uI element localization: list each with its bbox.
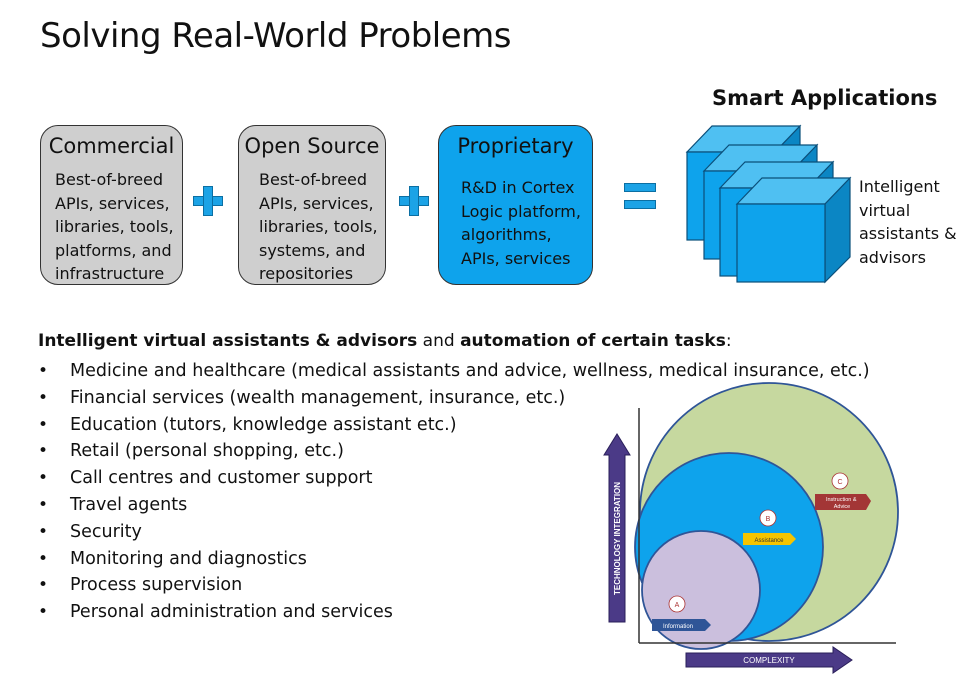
list-item: •Personal administration and services xyxy=(38,599,870,626)
list-item: •Education (tutors, knowledge assistant … xyxy=(38,412,870,439)
slide-title: Solving Real-World Problems xyxy=(40,16,511,56)
level-c-letter: C xyxy=(837,479,842,486)
bullet-icon: • xyxy=(38,387,49,408)
commercial-heading: Commercial xyxy=(48,134,175,158)
proprietary-box: Proprietary R&D in Cortex Logic platform… xyxy=(438,125,593,285)
open-source-box: Open Source Best-of-breed APIs, services… xyxy=(238,125,386,285)
list-item: •Call centres and customer support xyxy=(38,465,870,492)
plus-icon xyxy=(193,186,223,216)
open-source-heading: Open Source xyxy=(244,134,380,158)
bullet-icon: • xyxy=(38,468,49,489)
bullet-icon: • xyxy=(38,575,49,596)
open-source-body: Best-of-breed APIs, services, libraries,… xyxy=(259,170,378,283)
applications-list: •Medicine and healthcare (medical assist… xyxy=(38,358,870,626)
proprietary-heading: Proprietary xyxy=(457,134,574,158)
list-item: •Monitoring and diagnostics xyxy=(38,546,870,573)
list-item: •Retail (personal shopping, etc.) xyxy=(38,438,870,465)
list-item: •Medicine and healthcare (medical assist… xyxy=(38,358,870,385)
commercial-body: Best-of-breed APIs, services, libraries,… xyxy=(55,170,174,283)
level-b-letter: B xyxy=(766,516,771,523)
x-axis-arrow-icon xyxy=(685,646,853,674)
level-a-letter: A xyxy=(675,602,680,609)
list-item: •Travel agents xyxy=(38,492,870,519)
y-axis-arrow-icon xyxy=(603,433,631,623)
bullet-icon: • xyxy=(38,494,49,515)
equals-icon xyxy=(624,183,656,209)
bullet-icon: • xyxy=(38,521,49,542)
x-axis-label: COMPLEXITY xyxy=(743,656,795,665)
intro-end: : xyxy=(725,331,732,351)
smart-applications-title: Smart Applications xyxy=(712,86,938,110)
level-c-label: Instruction & Advice xyxy=(826,497,858,510)
list-item: •Security xyxy=(38,519,870,546)
intro-bold-1: Intelligent virtual assistants & advisor… xyxy=(38,331,418,351)
list-item: •Process supervision xyxy=(38,572,870,599)
bullet-icon: • xyxy=(38,602,49,623)
commercial-box: Commercial Best-of-breed APIs, services,… xyxy=(40,125,183,285)
bullet-icon: • xyxy=(38,441,49,462)
intro-bold-2: automation of certain tasks xyxy=(460,331,726,351)
applications-intro: Intelligent virtual assistants & advisor… xyxy=(38,331,732,351)
bullet-icon: • xyxy=(38,548,49,569)
circle-information xyxy=(641,530,761,650)
y-axis-label: TECHNOLOGY INTEGRATION xyxy=(613,482,622,595)
bullet-icon: • xyxy=(38,361,49,381)
list-item: •Financial services (wealth management, … xyxy=(38,385,870,412)
bullet-icon: • xyxy=(38,414,49,435)
proprietary-body: R&D in Cortex Logic platform, algorithms… xyxy=(461,178,581,268)
smart-applications-caption: Intelligent virtual assistants & advisor… xyxy=(859,177,957,267)
level-a-label: Information xyxy=(663,624,693,630)
plus-icon xyxy=(399,186,429,216)
intro-mid: and xyxy=(417,331,461,351)
level-b-label: Assistance xyxy=(754,538,784,544)
